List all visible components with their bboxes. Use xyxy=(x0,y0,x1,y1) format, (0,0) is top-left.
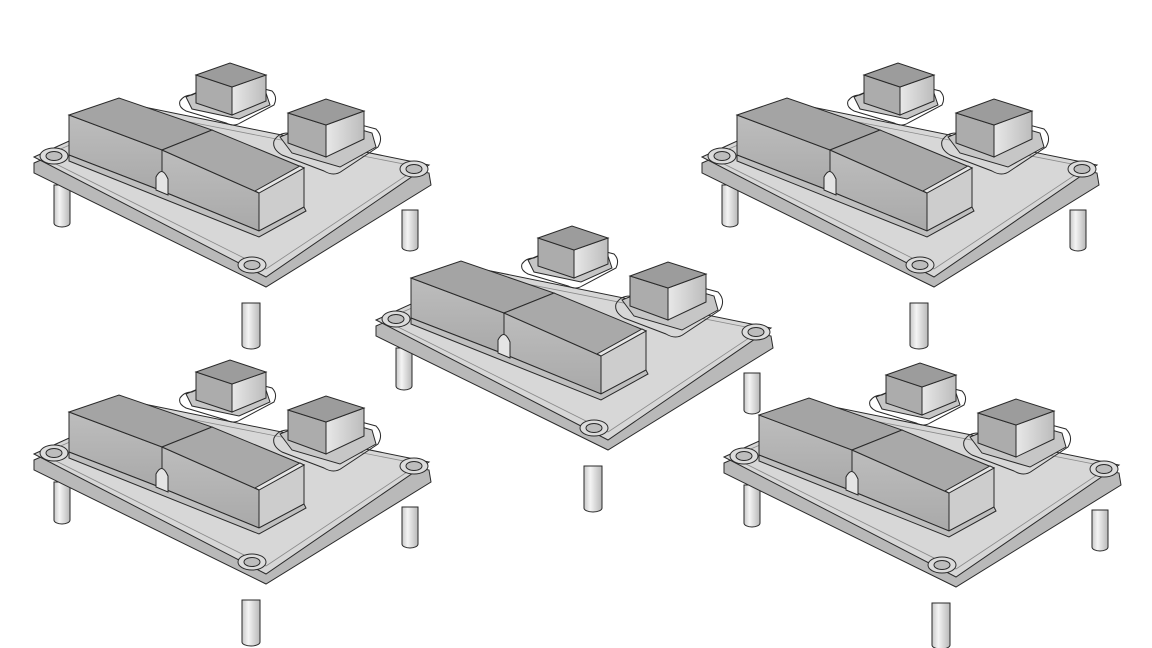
assembly-top-right xyxy=(701,62,1100,350)
assembly-center xyxy=(375,225,774,513)
assembly-bottom-right xyxy=(723,362,1122,648)
assembly-bottom-left xyxy=(33,359,432,647)
assembly-top-left xyxy=(33,62,432,350)
